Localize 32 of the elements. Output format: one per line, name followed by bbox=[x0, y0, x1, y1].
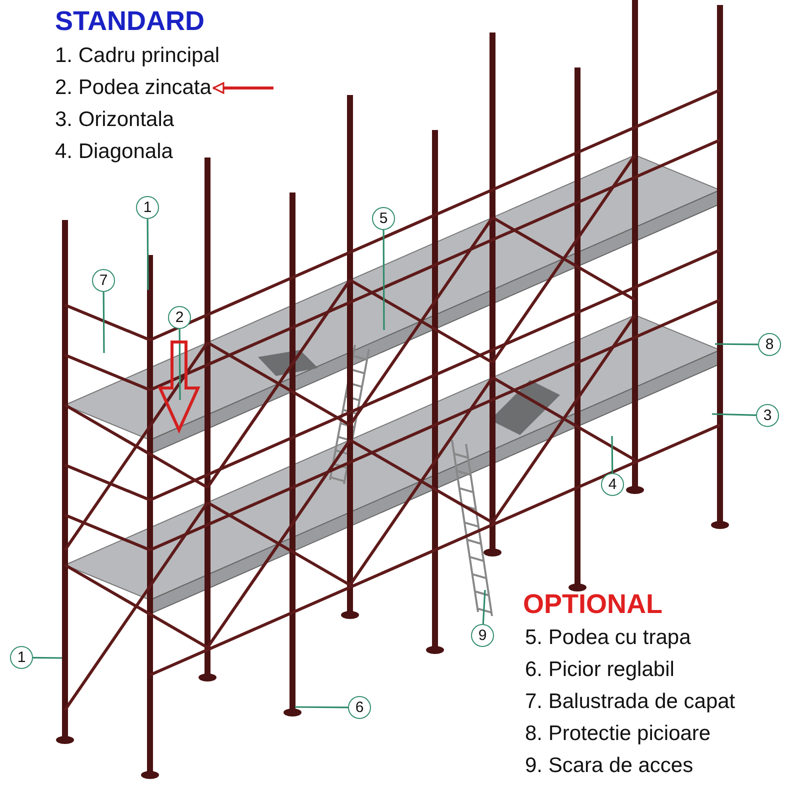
leader-line bbox=[482, 590, 486, 624]
callout-number: 9 bbox=[471, 624, 494, 647]
pointer-arrow bbox=[212, 82, 274, 94]
callout-number: 7 bbox=[92, 269, 115, 292]
callout-number: 1 bbox=[10, 646, 33, 669]
legend-item: 9. Scara de acces bbox=[525, 754, 694, 778]
callout-number: 4 bbox=[601, 473, 624, 496]
callout-number: 6 bbox=[348, 696, 371, 719]
leader-line bbox=[178, 329, 181, 400]
leader-line bbox=[146, 219, 149, 290]
legend-item: 1. Cadru principal bbox=[55, 44, 220, 68]
legend-item: 3. Orizontala bbox=[55, 108, 174, 132]
legend-item: 5. Podea cu trapa bbox=[525, 626, 691, 650]
legend-item: 6. Picior reglabil bbox=[525, 658, 674, 682]
leader-line bbox=[715, 343, 758, 346]
section-heading: STANDARD bbox=[55, 6, 204, 36]
section-heading: OPTIONAL bbox=[523, 589, 662, 619]
leader-line bbox=[382, 230, 385, 330]
legend-item: 7. Balustrada de capat bbox=[525, 690, 736, 714]
callout-number: 2 bbox=[168, 306, 191, 329]
legend-item: 8. Protectie picioare bbox=[525, 722, 711, 746]
leader-line bbox=[712, 413, 756, 416]
leader-line bbox=[611, 436, 614, 473]
leader-line bbox=[32, 656, 62, 659]
legend-item: 2. Podea zincata bbox=[55, 76, 212, 100]
leader-line bbox=[102, 292, 105, 353]
callout-number: 3 bbox=[756, 404, 779, 427]
callout-number: 8 bbox=[758, 333, 781, 356]
callout-number: 5 bbox=[372, 207, 395, 230]
leader-line bbox=[295, 706, 348, 708]
legend-item: 4. Diagonala bbox=[55, 140, 173, 164]
callout-number: 1 bbox=[136, 196, 159, 219]
